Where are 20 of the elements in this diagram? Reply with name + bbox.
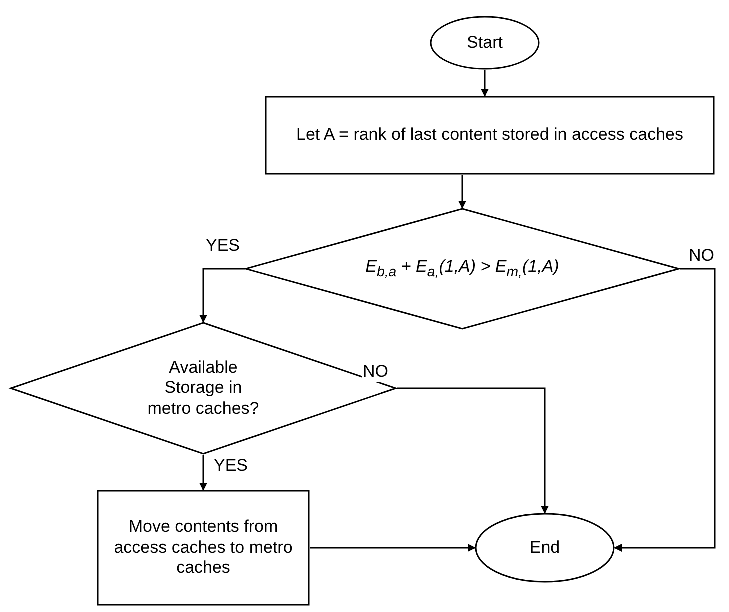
arrow: [310, 544, 476, 552]
arrow: [481, 70, 489, 97]
edge-label: NO: [362, 362, 390, 382]
arrow: [397, 388, 549, 514]
condition-text: Available Storage in metro caches?: [146, 358, 260, 420]
arrow: [200, 455, 208, 491]
end-terminal: [475, 513, 615, 583]
condition-text: E$_{b,a}$ + E$_{a,}$(1,A) > E$_{m,}$(1,A): [364, 256, 560, 282]
decision-diamond: [10, 322, 397, 455]
arrow: [614, 268, 716, 552]
node-text: End: [528, 538, 562, 558]
arrow: [200, 268, 245, 323]
node-text: Start: [466, 32, 504, 54]
process-box: [97, 490, 310, 606]
start-terminal: [430, 16, 540, 70]
decision-diamond: [245, 208, 680, 330]
arrow: [458, 175, 466, 209]
node-text: Move contents from access caches to metro caches: [113, 517, 294, 579]
process-box: [265, 96, 715, 175]
node-text: Let A = rank of last content stored in access caches: [296, 125, 684, 146]
